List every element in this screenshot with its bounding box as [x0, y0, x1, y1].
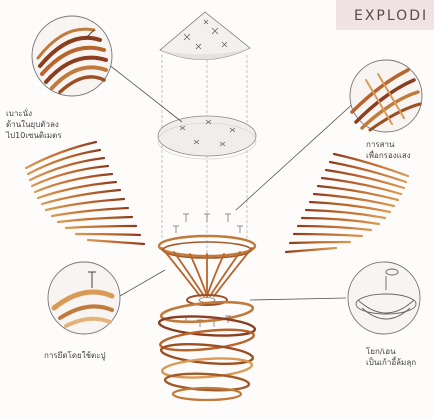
callout-lines — [107, 63, 369, 301]
detail-weave-circle — [349, 59, 423, 133]
seat-caption-line1: เบาะนั่ง — [6, 109, 32, 118]
banner-title: EXPLODI — [354, 8, 429, 24]
weave-caption-line2: เพื่อกรองแสง — [366, 151, 411, 160]
nail-caption: การยึดโดยใช้ตะปู — [44, 351, 106, 360]
seat-caption-line3: ไป10เซนติเมตร — [6, 131, 62, 140]
weave-caption-line1: การสาน — [366, 140, 395, 149]
detail-rock-circle — [347, 261, 421, 335]
detail-seat-circle — [31, 15, 113, 97]
rattan-frame — [157, 234, 257, 306]
rock-caption-line1: โยก/เอน — [366, 347, 396, 356]
left-rattan-wing — [24, 140, 146, 246]
seat-disk — [157, 115, 257, 160]
nails-upper — [173, 213, 243, 233]
seat-caption: เบาะนั่ง ด้านในยุบตัวลง ไป10เซนติเมตร — [6, 108, 62, 141]
seat-caption-line2: ด้านในยุบตัวลง — [6, 120, 59, 129]
title-banner — [336, 0, 434, 30]
rock-caption: โยก/เอน เป็นเก้าอี้ล้มลุก — [366, 346, 416, 368]
rattan-base-coils — [157, 300, 257, 402]
right-rattan-wing — [284, 152, 410, 254]
detail-nail-circle — [47, 261, 121, 335]
top-cushion — [159, 11, 251, 60]
weave-caption: การสาน เพื่อกรองแสง — [366, 139, 411, 161]
rock-caption-line2: เป็นเก้าอี้ล้มลุก — [366, 358, 417, 367]
